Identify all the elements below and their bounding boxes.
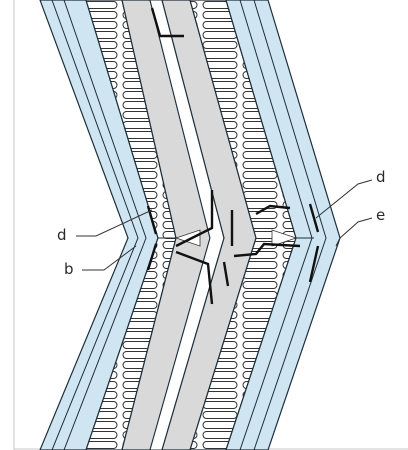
cladding-line-outer-2 (63, 0, 147, 450)
corner-wedge-left (174, 229, 201, 247)
leader-d-right (315, 179, 373, 219)
callout-label-d-left: d (57, 226, 67, 244)
corner-wedge-right (271, 229, 298, 247)
cladding-line-outer-1 (51, 0, 139, 450)
callout-label-d-right: d (376, 168, 386, 186)
corner-outline-right (335, 237, 341, 247)
leader-d-left (76, 209, 153, 237)
insulation-band-right (189, 0, 297, 450)
callout-label-b: b (64, 260, 74, 278)
leader-e (339, 217, 373, 239)
steel-brackets (146, 7, 320, 305)
leader-b (82, 245, 137, 271)
leader-lines (76, 179, 373, 271)
cavity-band (149, 0, 225, 450)
core-band-right (161, 0, 257, 450)
callout-label-e: e (376, 206, 386, 224)
cladding-line-inner-2 (253, 0, 327, 450)
